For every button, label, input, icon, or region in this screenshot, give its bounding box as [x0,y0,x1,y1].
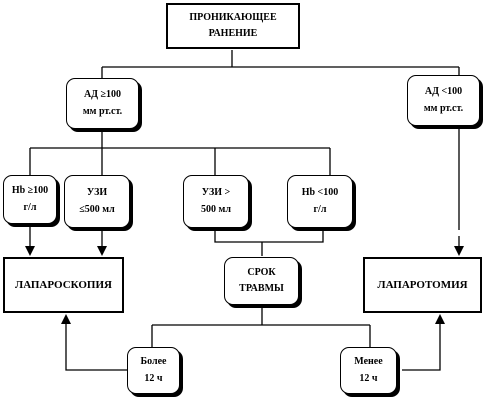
connector-time-split [151,305,371,347]
node-us-small: УЗИ ≤500 мл [64,175,130,228]
node-more-12h: Более 12 ч [127,347,180,394]
arrowhead-laparotomy-up [435,314,445,324]
arrowhead-laparoscopy-up [61,314,71,324]
node-hb-high: Hb ≥100 г/л [3,175,57,224]
connector-bracket [214,230,324,256]
node-bp-high: АД ≥100 мм рт.ст. [66,78,139,129]
arrowhead-laparotomy-down [454,246,464,256]
node-laparoscopy: ЛАПАРОСКОПИЯ [3,257,124,313]
node-us-large: УЗИ > 500 мл [183,175,249,228]
node-laparotomy: ЛАПАРОТОМИЯ [363,257,482,313]
node-hb-low: Hb <100 г/л [287,175,353,228]
arrowhead-laparoscopy-1 [25,246,35,256]
connector-more-to-laparoscopy [65,322,127,371]
connector-bp-high-split [29,129,331,175]
connector-root-split [101,50,460,78]
node-bp-low: АД <100 мм рт.ст. [407,75,480,126]
node-penetrating-wound: ПРОНИКАЮЩЕЕ РАНЕНИЕ [166,3,300,49]
connector-less-to-laparotomy [402,322,441,371]
node-injury-time: СРОК ТРАВМЫ [224,257,299,305]
node-less-12h: Менее 12 ч [340,347,397,394]
arrowhead-laparoscopy-2 [97,246,107,256]
